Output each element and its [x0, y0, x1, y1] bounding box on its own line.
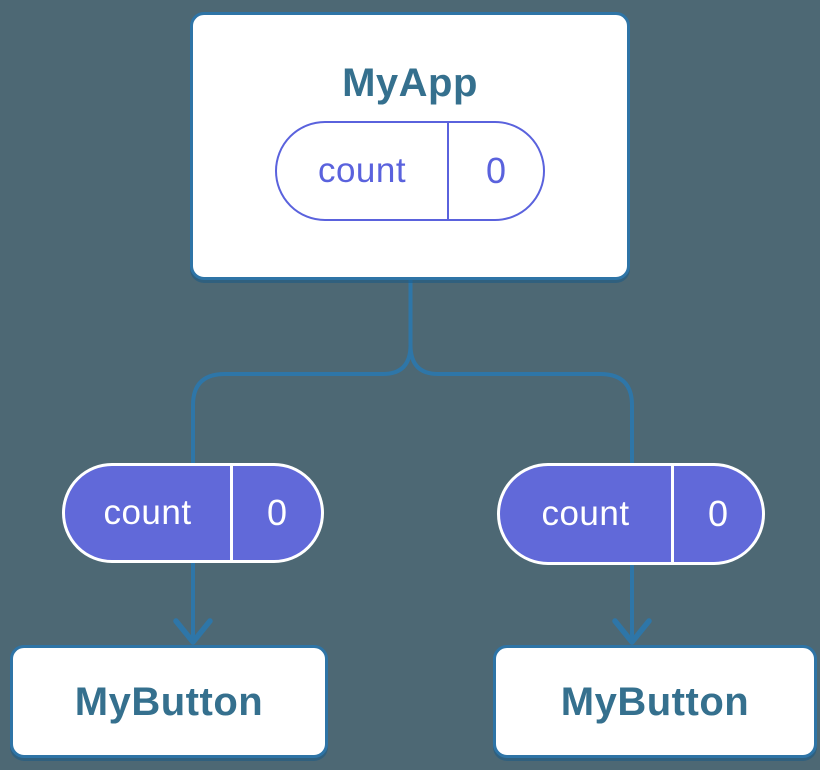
branch-line-right — [408, 343, 634, 642]
state-pill-label: count — [277, 123, 449, 219]
prop-pill-label: count — [500, 466, 674, 562]
prop-pill-value: 0 — [707, 493, 729, 534]
arrowhead-left-icon — [173, 618, 213, 645]
root-component-card: MyApp count 0 — [190, 12, 630, 280]
arrowhead-right-icon — [612, 618, 652, 645]
root-component-title: MyApp — [342, 61, 478, 105]
child-component-card-right: MyButton — [493, 645, 817, 758]
prop-pill-value: 0 — [266, 492, 288, 533]
child-component-title: MyButton — [560, 679, 750, 724]
prop-pill-left: count 0 — [62, 463, 324, 563]
child-component-card-left: MyButton — [10, 645, 328, 758]
state-pill-value: 0 — [485, 150, 507, 191]
child-component-title: MyButton — [74, 679, 264, 724]
prop-pill-right: count 0 — [497, 463, 765, 565]
root-state-pill: count 0 — [275, 121, 545, 221]
branch-line-left — [191, 278, 413, 642]
prop-pill-label: count — [65, 466, 233, 560]
